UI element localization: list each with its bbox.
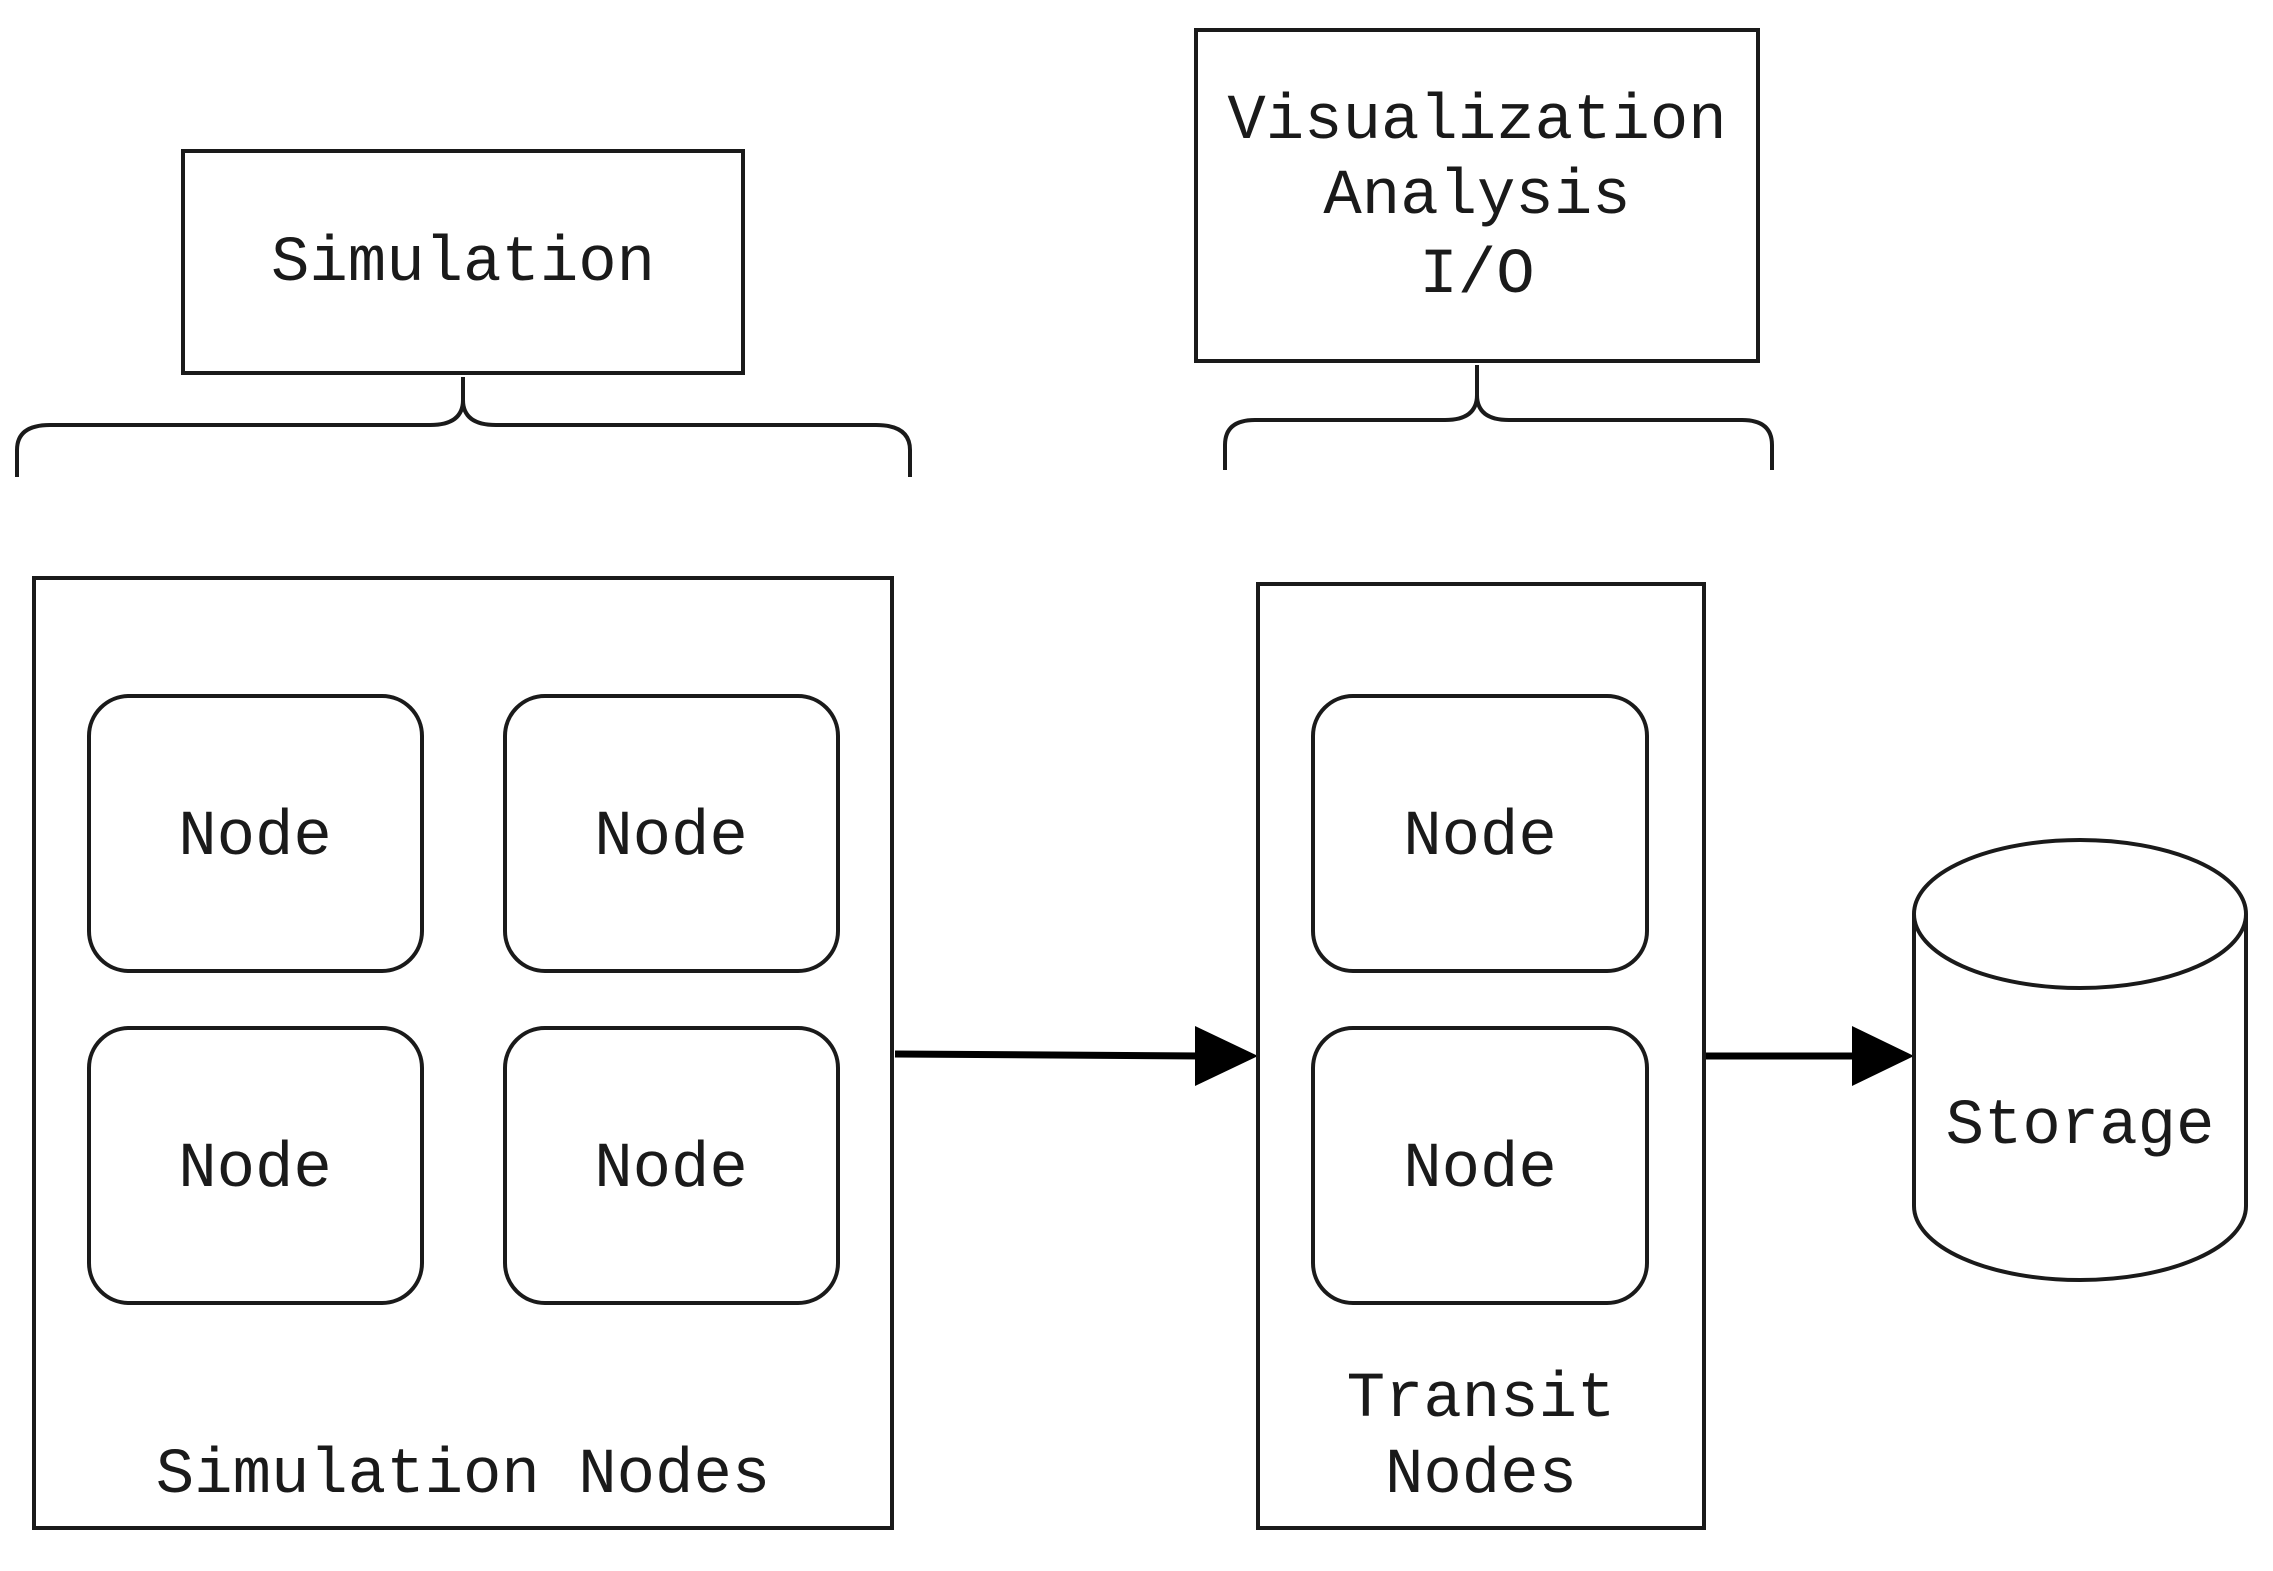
- simulation-label: Simulation: [271, 228, 655, 300]
- transit-node-1: [1311, 694, 1649, 973]
- transit-node-2-label: Node: [1403, 1134, 1557, 1206]
- simulation-node-2: [503, 694, 840, 973]
- simulation-brace: [15, 377, 912, 477]
- storage-cylinder-icon: Storage: [1912, 838, 2248, 1282]
- simulation-label-box: Simulation: [181, 149, 745, 375]
- transit-node-2: [1311, 1026, 1649, 1305]
- simulation-node-1-label: Node: [178, 802, 332, 874]
- simulation-node-3-label: Node: [178, 1134, 332, 1206]
- transit-node-1-label: Node: [1403, 802, 1557, 874]
- io-label: I/O: [1419, 240, 1534, 312]
- transit-label-line2: Nodes: [1385, 1440, 1577, 1512]
- transit-nodes-container: Node Node Transit Nodes: [1256, 582, 1706, 1530]
- simulation-node-3: [87, 1026, 424, 1305]
- analysis-label: Analysis: [1323, 161, 1630, 233]
- storage-label: Storage: [1946, 1091, 2215, 1163]
- simulation-to-transit-arrow: [894, 1026, 1258, 1086]
- transit-label-line1: Transit: [1347, 1364, 1616, 1436]
- visualization-label-box: Visualization Analysis I/O: [1194, 28, 1760, 363]
- simulation-node-1: [87, 694, 424, 973]
- simulation-node-4-label: Node: [594, 1134, 748, 1206]
- simulation-node-2-label: Node: [594, 802, 748, 874]
- transit-to-storage-arrow: [1706, 1026, 1914, 1086]
- simulation-node-4: [503, 1026, 840, 1305]
- simulation-nodes-label: Simulation Nodes: [156, 1440, 771, 1512]
- visualization-label: Visualization: [1227, 86, 1726, 158]
- visualization-brace: [1223, 365, 1774, 470]
- simulation-nodes-container: Node Node Node Node Simulation Nodes: [32, 576, 894, 1530]
